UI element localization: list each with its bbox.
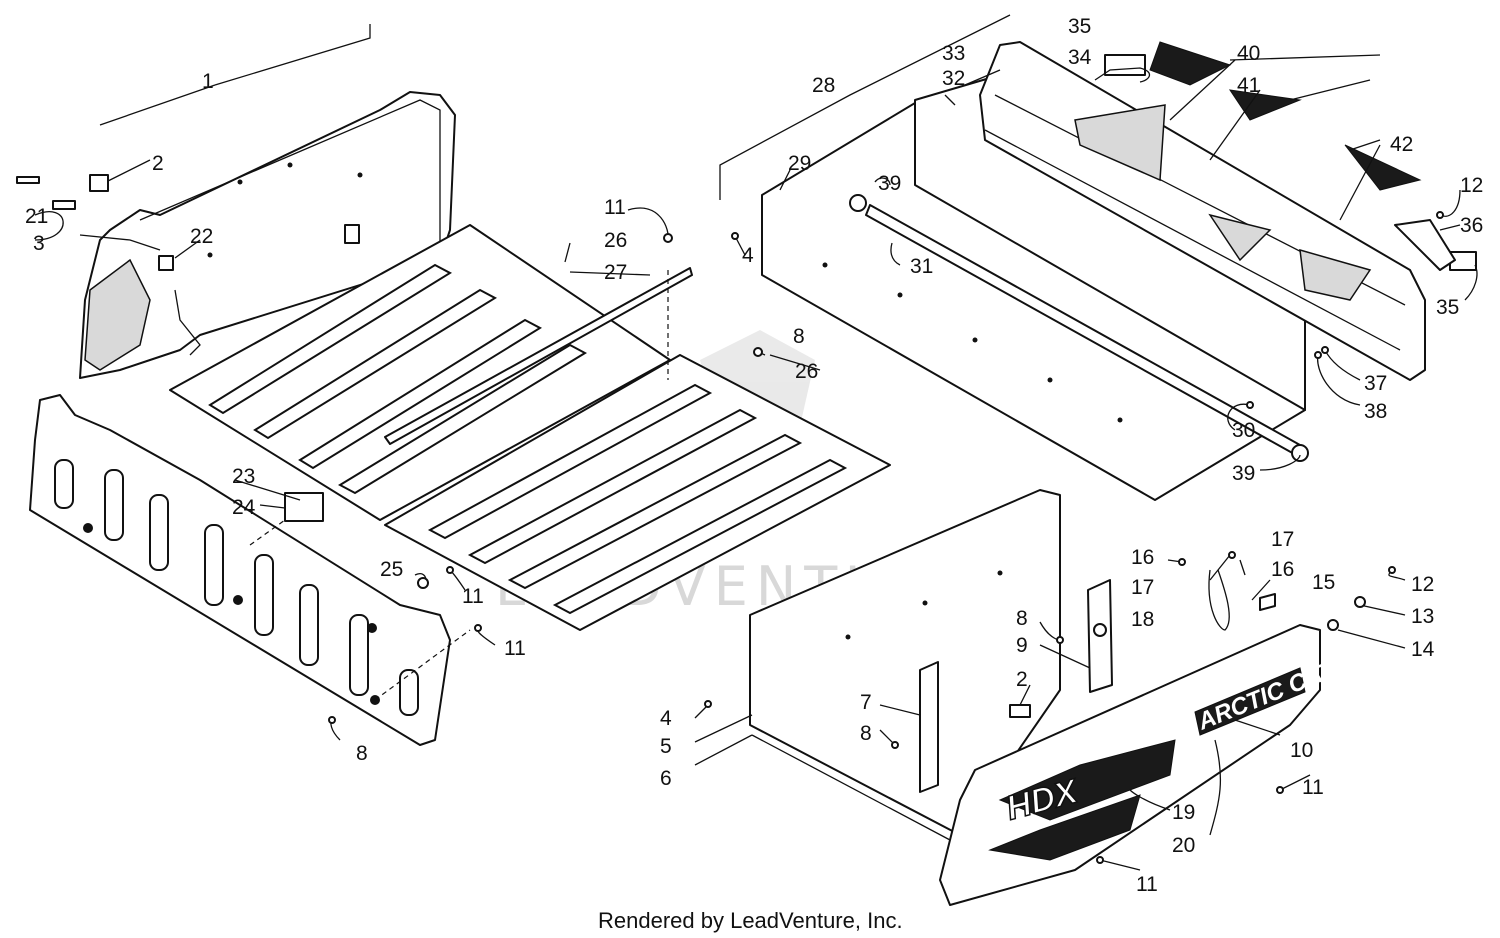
callout-8: 8 [793,325,805,348]
hardware-items [16,174,1444,864]
callout-30: 30 [1232,419,1255,442]
support-bracket-9 [1087,579,1113,693]
callout-23: 23 [232,465,255,488]
callout-13: 13 [1411,605,1434,628]
callout-41: 41 [1237,74,1260,97]
callout-37: 37 [1364,372,1387,395]
latch-assembly [1208,569,1339,631]
callout-26: 26 [795,360,818,383]
callout-2: 2 [152,152,164,175]
callout-27: 27 [604,261,627,284]
callout-5: 5 [660,735,672,758]
callout-9: 9 [1016,634,1028,657]
callout-16: 16 [1271,558,1294,581]
callout-14: 14 [1411,638,1435,661]
callout-8: 8 [356,742,368,765]
callout-20: 20 [1172,834,1195,857]
tailgate-decals [1104,41,1477,271]
pin-21 [16,176,40,184]
callout-25: 25 [380,558,403,581]
tailgate-outer-shell [979,41,1426,381]
callout-40: 40 [1237,42,1260,65]
callout-3: 3 [33,232,45,255]
front-wall-panel [79,91,456,379]
callout-11: 11 [604,196,626,219]
callout-labels: 1 2 21 3 22 11 26 27 8 26 28 29 4 39 31 … [25,15,1483,896]
callout-11: 11 [1136,873,1158,896]
callout-29: 29 [788,152,811,175]
floor-panel-right [384,354,891,631]
callout-17: 17 [1271,528,1294,551]
callout-1: 1 [202,70,214,93]
callout-12: 12 [1460,174,1483,197]
callout-34: 34 [1068,46,1092,69]
callout-6: 6 [660,767,672,790]
callout-26: 26 [604,229,627,252]
callout-2: 2 [1016,668,1028,691]
support-bracket-7 [919,661,939,793]
callout-8: 8 [860,722,872,745]
callout-18: 18 [1131,608,1154,631]
callout-11: 11 [504,637,526,660]
callout-4: 4 [660,707,672,730]
callout-32: 32 [942,67,965,90]
callout-8: 8 [1016,607,1028,630]
callout-35: 35 [1068,15,1091,38]
clip-2b [1009,704,1031,718]
callout-11: 11 [1302,776,1324,799]
callout-39: 39 [878,172,901,195]
callout-35: 35 [1436,296,1459,319]
callout-28: 28 [812,74,835,97]
callout-16: 16 [1131,546,1154,569]
callout-7: 7 [860,691,872,714]
callout-22: 22 [190,225,213,248]
callout-12: 12 [1411,573,1434,596]
footer-credit: Rendered by LeadVenture, Inc. [598,908,903,933]
callout-21: 21 [25,205,48,228]
callout-11: 11 [462,585,484,608]
outer-side-panel: ARCTIC CAT HDX [939,624,1341,906]
callout-15: 15 [1312,571,1335,594]
callout-31: 31 [910,255,933,278]
clip-22 [158,255,174,271]
callout-10: 10 [1290,739,1313,762]
callout-19: 19 [1172,801,1195,824]
callout-33: 33 [942,42,965,65]
floor-center-strip [384,267,693,445]
side-wall-panel [749,489,1061,836]
callout-17: 17 [1131,576,1154,599]
rear-wall-panel [29,394,471,746]
callout-24: 24 [232,496,256,519]
callout-36: 36 [1460,214,1483,237]
clip-2a [89,174,109,192]
callout-42: 42 [1390,133,1413,156]
callout-38: 38 [1364,400,1387,423]
callout-39: 39 [1232,462,1255,485]
tailgate-rod [849,194,1309,462]
bushing-3 [52,200,76,210]
callout-4: 4 [742,244,754,267]
